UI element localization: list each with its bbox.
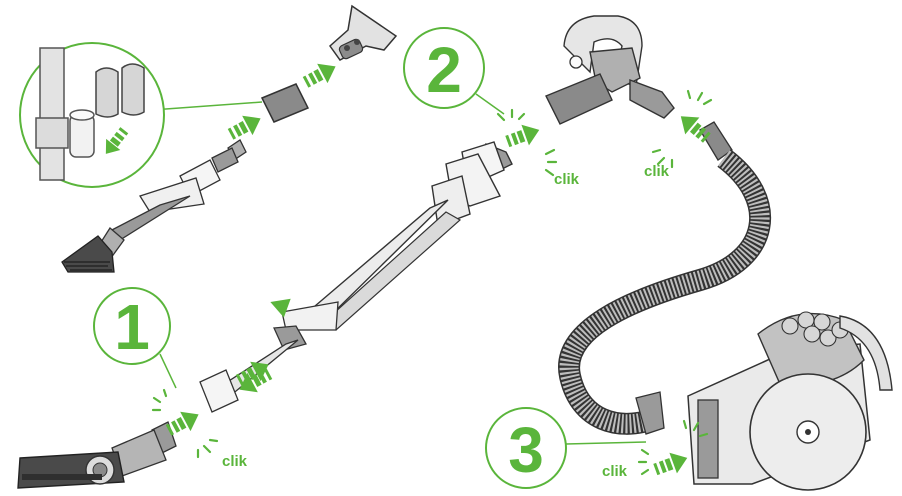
- step-number: 1: [114, 291, 150, 363]
- wand-handle: [546, 16, 674, 124]
- extension-wand: [200, 142, 512, 412]
- step-number: 2: [426, 34, 462, 106]
- combination-tool: [330, 6, 396, 60]
- clik-label: clik: [554, 171, 580, 188]
- clik-label: clik: [644, 163, 670, 180]
- step-callout-1: 1: [94, 288, 176, 388]
- clik-label: clik: [602, 463, 628, 480]
- step-callout-2: 2: [404, 28, 504, 114]
- step-number: 3: [508, 414, 544, 486]
- vacuum-body: [688, 312, 892, 490]
- floor-cleaner-head: [18, 422, 176, 488]
- clik-label: clik: [222, 453, 248, 470]
- adapter-collar: [262, 84, 308, 122]
